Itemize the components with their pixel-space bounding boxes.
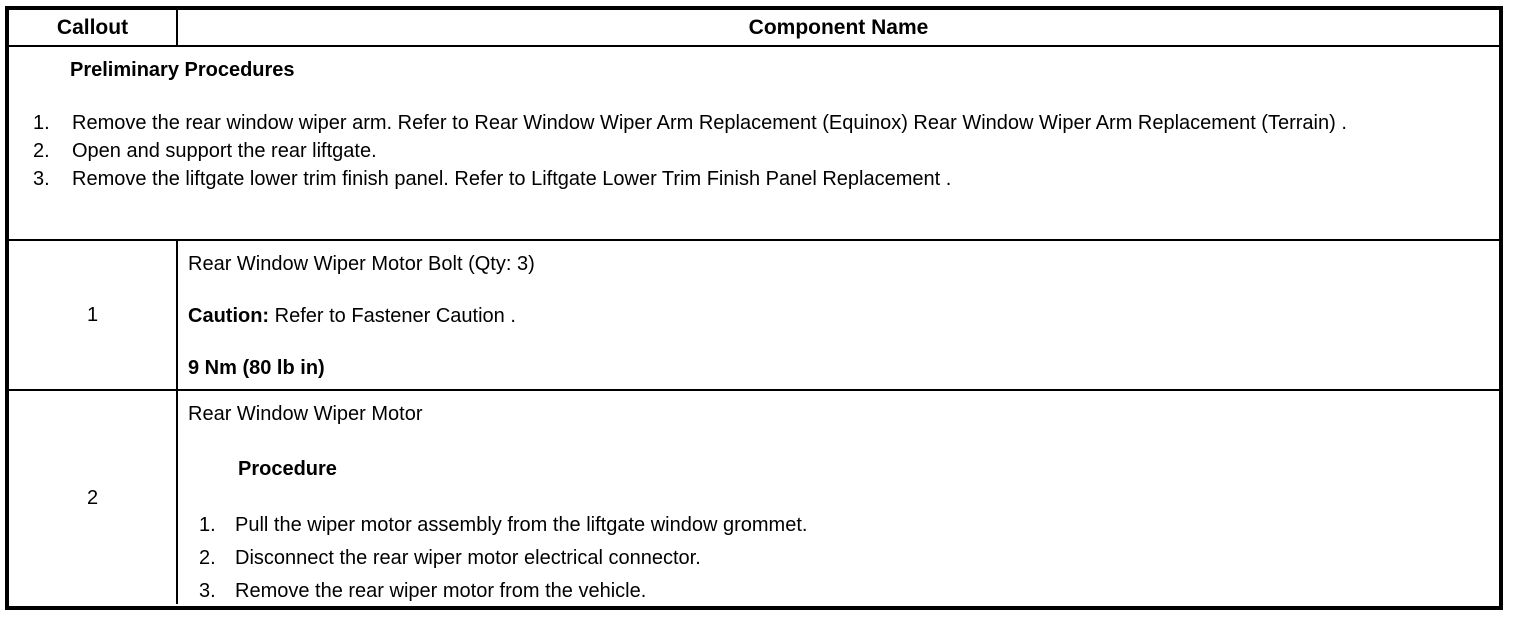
list-item: 3. Remove the rear wiper motor from the … [199, 575, 1491, 608]
caution-note: Caution: Refer to Fastener Caution . [188, 303, 1491, 329]
list-item: 2. Disconnect the rear wiper motor elect… [199, 542, 1491, 575]
preliminary-procedures-cell: Preliminary Procedures 1. Remove the rea… [9, 47, 1499, 193]
column-divider [176, 241, 178, 389]
component-name: Rear Window Wiper Motor Bolt (Qty: 3) [188, 253, 535, 275]
header-label-component-name: Component Name [748, 15, 929, 39]
table-header-row: Callout Component Name [9, 10, 1499, 45]
column-divider [176, 10, 178, 45]
list-item: 1. Remove the rear window wiper arm. Ref… [33, 109, 1489, 137]
list-item: 3. Remove the liftgate lower trim finish… [33, 165, 1489, 193]
list-item-text: Open and support the rear liftgate. [72, 140, 377, 162]
list-item-number: 1. [33, 112, 50, 134]
table-row: 1 Rear Window Wiper Motor Bolt (Qty: 3) … [9, 239, 1499, 389]
list-item-number: 1. [199, 514, 216, 536]
component-cell: Rear Window Wiper Motor Bolt (Qty: 3) Ca… [178, 241, 1499, 381]
procedure-list: 1. Pull the wiper motor assembly from th… [188, 509, 1491, 608]
list-item-number: 3. [33, 168, 50, 190]
component-cell: Rear Window Wiper Motor Procedure 1. Pul… [178, 391, 1499, 608]
table-row: 2 Rear Window Wiper Motor Procedure 1. P… [9, 389, 1499, 604]
list-item-text: Disconnect the rear wiper motor electric… [235, 547, 701, 569]
torque-spec: 9 Nm (80 lb in) [188, 357, 325, 379]
list-item-text: Pull the wiper motor assembly from the l… [235, 514, 808, 536]
list-item: 1. Pull the wiper motor assembly from th… [199, 509, 1491, 542]
header-cell-callout: Callout [9, 10, 176, 45]
preliminary-procedures-title: Preliminary Procedures [70, 59, 295, 81]
callout-number: 1 [86, 304, 99, 326]
header-label-callout: Callout [56, 15, 129, 39]
list-item-number: 2. [33, 140, 50, 162]
list-item-text: Remove the rear window wiper arm. Refer … [72, 112, 1347, 134]
list-item-number: 3. [199, 580, 216, 602]
callout-cell: 2 [9, 391, 176, 604]
preliminary-procedures-row: Preliminary Procedures 1. Remove the rea… [9, 45, 1499, 239]
list-item-number: 2. [199, 547, 216, 569]
callout-cell: 1 [9, 241, 176, 389]
preliminary-procedures-list: 1. Remove the rear window wiper arm. Ref… [33, 109, 1489, 193]
list-item-text: Remove the liftgate lower trim finish pa… [72, 168, 952, 190]
list-item-text: Remove the rear wiper motor from the veh… [235, 580, 647, 602]
procedure-heading: Procedure [238, 458, 337, 480]
column-divider [176, 391, 178, 604]
callout-number: 2 [86, 486, 99, 509]
list-item: 2. Open and support the rear liftgate. [33, 137, 1489, 165]
component-name: Rear Window Wiper Motor [188, 403, 423, 425]
caution-text: Refer to Fastener Caution . [269, 305, 516, 327]
caution-label: Caution: [188, 305, 270, 327]
component-table: Callout Component Name Preliminary Proce… [5, 6, 1503, 610]
header-cell-component-name: Component Name [178, 10, 1499, 45]
